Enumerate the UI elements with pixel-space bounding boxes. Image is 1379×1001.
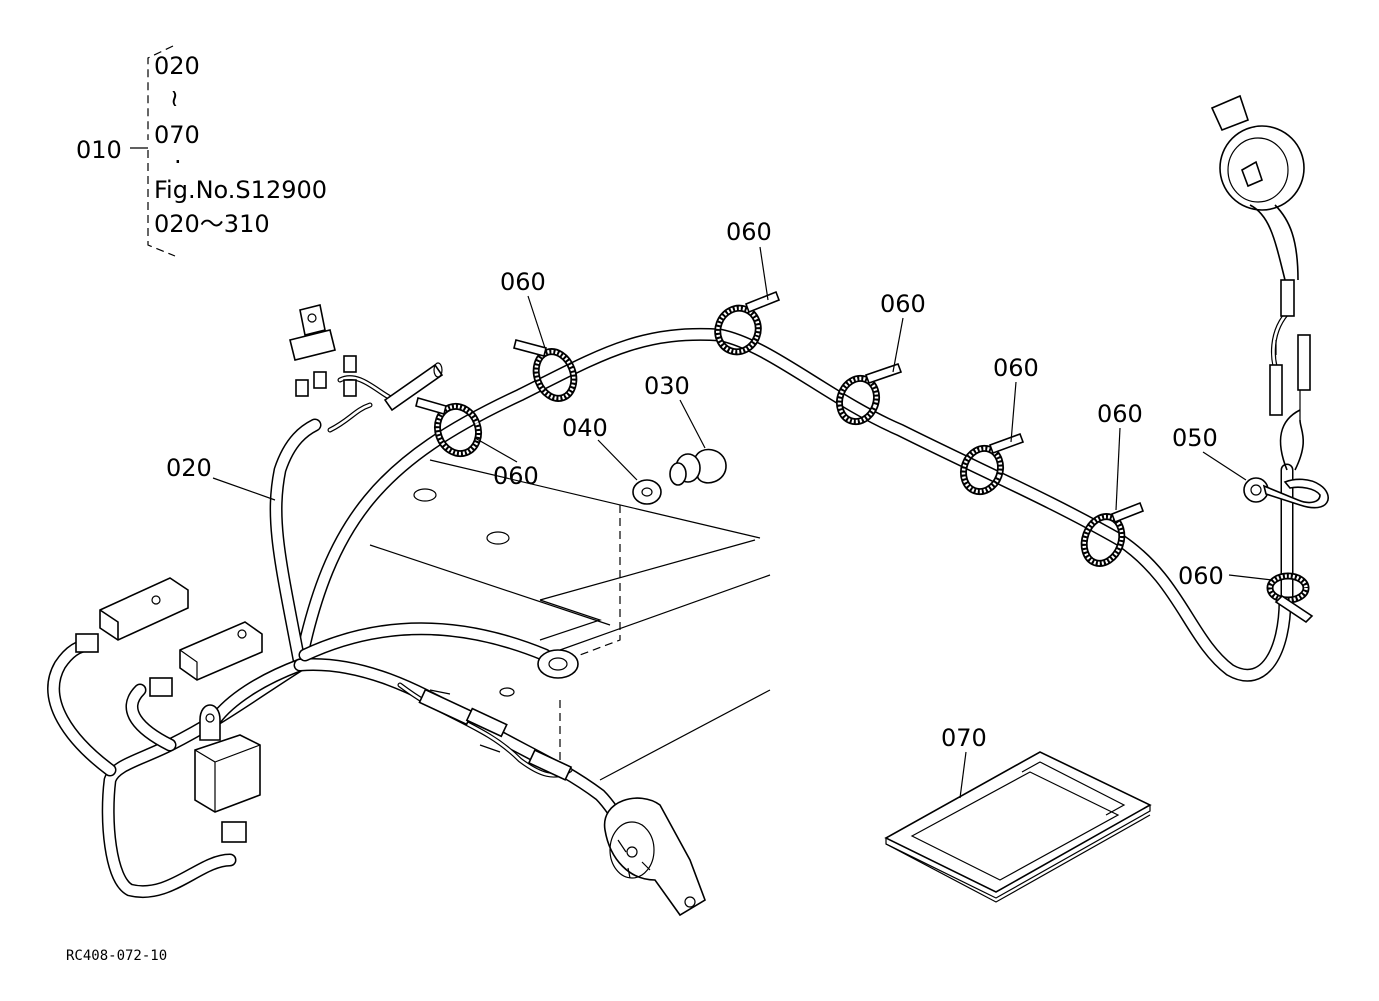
callout-washer: 040 <box>562 414 608 442</box>
wire-harness <box>47 327 1294 899</box>
upper-sensor <box>1210 94 1305 281</box>
callout-tie-7: 060 <box>1178 562 1224 590</box>
callout-labels: 020 030 040 050 060 060 060 060 060 060 … <box>66 218 1224 964</box>
tie-2 <box>513 339 578 402</box>
clamp <box>1243 477 1329 509</box>
tie-7 <box>1266 572 1314 624</box>
legend-parent-label: 010 <box>76 136 122 164</box>
drawing-code: RC408-072-10 <box>66 948 167 964</box>
callout-manual: 070 <box>941 724 987 752</box>
operator-manual <box>884 751 1152 903</box>
legend-bracket: 010 020 ≀ 070 · Fig.No.S12900 020～310 <box>76 45 327 257</box>
tie-3 <box>714 290 781 356</box>
callout-clamp: 050 <box>1172 424 1218 452</box>
nut <box>669 448 727 486</box>
legend-range-symbol: ≀ <box>170 84 179 112</box>
cable-ties <box>415 290 1314 624</box>
legend-figure-range: 020～310 <box>154 210 270 238</box>
legend-first-part: 020 <box>154 52 200 80</box>
washer <box>632 479 662 505</box>
callout-tie-3: 060 <box>880 290 926 318</box>
leader-lines <box>212 246 1273 799</box>
callout-tie-1: 060 <box>500 268 546 296</box>
callout-tie-5: 060 <box>1097 400 1143 428</box>
relay <box>194 704 261 843</box>
tie-4 <box>835 362 903 426</box>
lower-sensor <box>603 797 706 917</box>
mounting-panel <box>369 459 771 781</box>
tie-1 <box>415 397 483 458</box>
callout-nut: 030 <box>644 372 690 400</box>
ground-eyelet <box>537 649 579 679</box>
lead-wires <box>327 279 1311 781</box>
left-connectors <box>75 577 263 697</box>
legend-figure-ref: Fig.No.S12900 <box>154 176 327 204</box>
legend-last-part: 070 <box>154 121 200 149</box>
tie-6 <box>1080 501 1145 567</box>
switch-connector <box>289 304 444 412</box>
tie-5 <box>959 432 1025 496</box>
callout-tie-2: 060 <box>726 218 772 246</box>
legend-dot: · <box>174 148 182 176</box>
callout-tie-4: 060 <box>993 354 1039 382</box>
callout-tie-6: 060 <box>493 462 539 490</box>
callout-harness: 020 <box>166 454 212 482</box>
